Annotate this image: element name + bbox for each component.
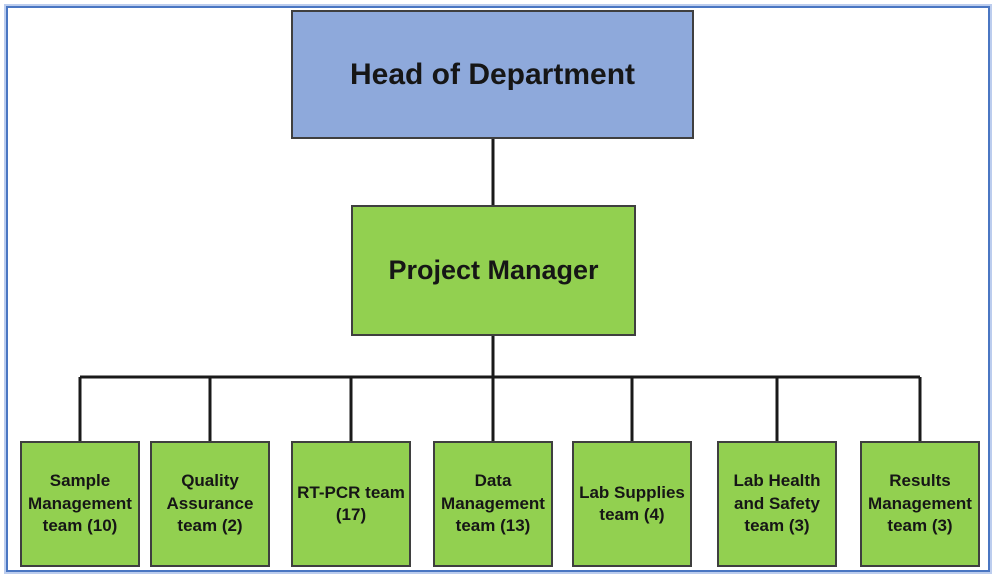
node-project-manager-label: Project Manager — [388, 255, 599, 285]
team-label: Quality Assurance team (2) — [166, 471, 254, 536]
node-head-of-department-label: Head of Department — [349, 57, 636, 91]
node-results-management-team: Results Management team (3) — [860, 441, 980, 567]
team-label: RT-PCR team (17) — [297, 482, 405, 524]
team-label: Lab Supplies team (4) — [579, 482, 685, 524]
team-label: Data Management team (13) — [441, 471, 545, 536]
node-lab-health-and-safety-team: Lab Health and Safety team (3) — [717, 441, 837, 567]
node-project-manager: Project Manager — [351, 205, 636, 336]
team-label: Lab Health and Safety team (3) — [733, 471, 821, 536]
team-label: Sample Management team (10) — [28, 471, 132, 536]
node-sample-management-team: Sample Management team (10) — [20, 441, 140, 567]
node-rt-pcr-team: RT-PCR team (17) — [291, 441, 411, 567]
node-quality-assurance-team: Quality Assurance team (2) — [150, 441, 270, 567]
team-label: Results Management team (3) — [868, 471, 972, 536]
node-data-management-team: Data Management team (13) — [433, 441, 553, 567]
node-lab-supplies-team: Lab Supplies team (4) — [572, 441, 692, 567]
node-head-of-department: Head of Department — [291, 10, 694, 139]
